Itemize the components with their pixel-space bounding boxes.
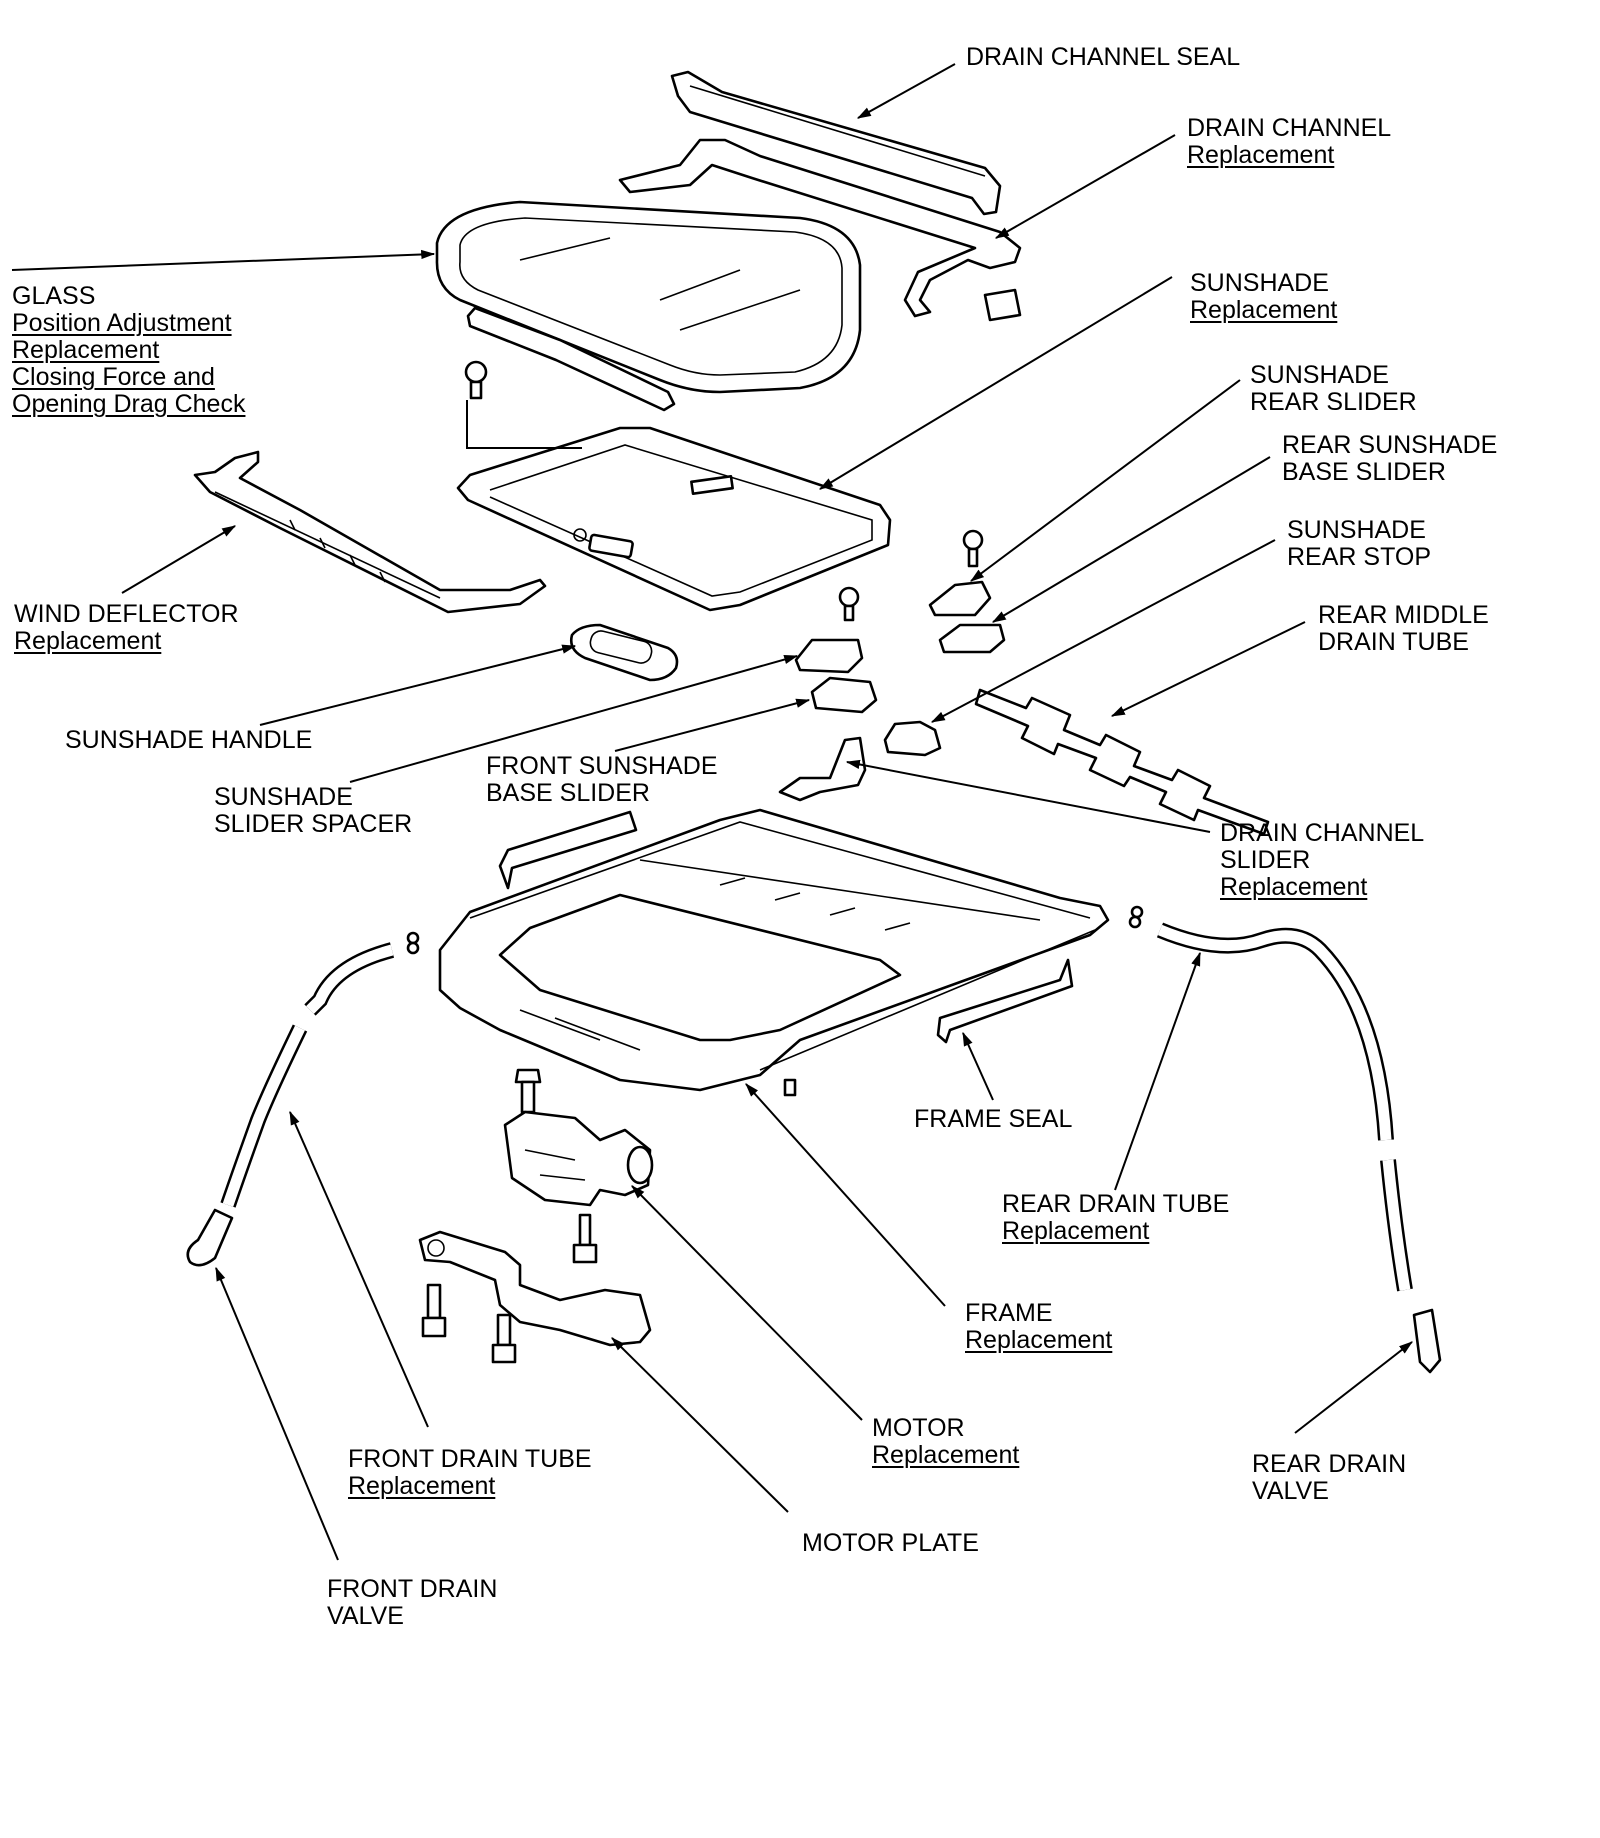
- procedure-link[interactable]: Position Adjustment: [12, 309, 232, 337]
- callout-label: REAR STOP: [1287, 543, 1432, 571]
- frame-seal-left-part: [498, 810, 638, 890]
- motor-plate-bolt-middle: [491, 1313, 517, 1364]
- sunshade-part: [456, 426, 892, 612]
- callout-label: FRAME: [965, 1299, 1053, 1327]
- callout-label: SUNSHADE: [1287, 516, 1426, 544]
- rear-drain-valve-part: [1412, 1308, 1442, 1374]
- procedure-link[interactable]: Replacement: [14, 627, 162, 655]
- callout-label: REAR SLIDER: [1250, 388, 1417, 416]
- callout-label: VALVE: [1252, 1477, 1329, 1505]
- callout-label: DRAIN CHANNEL: [1220, 819, 1425, 847]
- procedure-link[interactable]: Replacement: [348, 1472, 496, 1500]
- callout-label: SUNSHADE: [1250, 361, 1389, 389]
- callout-label: BASE SLIDER: [1282, 458, 1446, 486]
- frame-bolt: [783, 1078, 797, 1097]
- drain-tube-clip-right: [1128, 905, 1144, 929]
- slider-spacer-screw: [838, 586, 860, 622]
- callout-label: SLIDER SPACER: [214, 810, 413, 838]
- front-sunshade-base-slider-part: [810, 676, 878, 714]
- callout-label: FRONT DRAIN: [327, 1575, 498, 1603]
- callout-label: DRAIN TUBE: [1318, 628, 1469, 656]
- callout-motor-plate: MOTOR PLATE: [802, 1530, 979, 1557]
- front-drain-valve-part: [186, 1208, 234, 1267]
- procedure-link[interactable]: Replacement: [965, 1326, 1113, 1354]
- callout-label: SUNSHADE HANDLE: [65, 726, 313, 754]
- rear-middle-drain-tube-part: [974, 688, 1270, 836]
- procedure-link[interactable]: Replacement: [1187, 141, 1335, 169]
- motor-plate-part: [418, 1230, 652, 1347]
- drain-channel-slider-part: [778, 736, 867, 802]
- procedure-link[interactable]: Replacement: [872, 1441, 1020, 1469]
- rear-sunshade-base-slider-part: [938, 623, 1006, 654]
- callout-label: REAR DRAIN: [1252, 1450, 1407, 1478]
- callout-label: MOTOR: [872, 1414, 965, 1442]
- rear-drain-tube-part: [1156, 922, 1413, 1292]
- procedure-link[interactable]: Replacement: [12, 336, 160, 364]
- callout-label: WIND DEFLECTOR: [14, 600, 239, 628]
- motor-plate-bolt-left: [421, 1283, 447, 1338]
- motor-lower-bolt: [572, 1213, 598, 1264]
- procedure-link[interactable]: Replacement: [1220, 873, 1368, 901]
- procedure-link[interactable]: Replacement: [1190, 296, 1338, 324]
- callout-label: GLASS: [12, 282, 96, 310]
- callout-label: VALVE: [327, 1602, 404, 1630]
- front-drain-tube-part: [220, 942, 395, 1208]
- sunshade-slider-spacer-part: [794, 638, 864, 674]
- drain-channel-part: [618, 138, 1022, 322]
- callout-sunshade-handle: SUNSHADE HANDLE: [65, 727, 312, 754]
- drain-tube-clip-left: [406, 931, 420, 955]
- callout-frame-seal: FRAME SEAL: [914, 1106, 1072, 1133]
- procedure-link[interactable]: Closing Force and: [12, 363, 215, 391]
- frame-part: [438, 808, 1110, 1092]
- callout-label: FRONT DRAIN TUBE: [348, 1445, 592, 1473]
- procedure-link[interactable]: Opening Drag Check: [12, 390, 246, 418]
- callout-label: REAR DRAIN TUBE: [1002, 1190, 1230, 1218]
- sunshade-rear-stop-part: [883, 720, 942, 757]
- leader-lines: [11, 63, 1413, 1561]
- callout-label: REAR SUNSHADE: [1282, 431, 1498, 459]
- callout-label: FRONT SUNSHADE: [486, 752, 718, 780]
- callout-label: MOTOR PLATE: [802, 1529, 979, 1557]
- frame-seal-right-part: [936, 958, 1074, 1044]
- motor-upper-bolt: [514, 1068, 542, 1114]
- callout-label: BASE SLIDER: [486, 779, 650, 807]
- callout-label: DRAIN CHANNEL: [1187, 114, 1392, 142]
- callout-label: REAR MIDDLE: [1318, 601, 1489, 629]
- callout-label: DRAIN CHANNEL SEAL: [966, 43, 1241, 71]
- callout-label: SUNSHADE: [1190, 269, 1329, 297]
- drain-channel-seal-part: [670, 70, 1002, 216]
- wind-deflector-part: [193, 450, 547, 614]
- sunshade-rear-slider-part: [928, 529, 992, 617]
- sunshade-handle-part: [570, 623, 679, 682]
- sunshade-screw: [464, 360, 488, 400]
- glass-part: [435, 200, 862, 394]
- glass-seal-strip: [466, 306, 676, 412]
- callout-label: FRAME SEAL: [914, 1105, 1073, 1133]
- callout-label: SUNSHADE: [214, 783, 353, 811]
- motor-part: [503, 1110, 654, 1207]
- callout-label: SLIDER: [1220, 846, 1311, 874]
- callout-drain-channel-seal: DRAIN CHANNEL SEAL: [966, 44, 1240, 71]
- procedure-link[interactable]: Replacement: [1002, 1217, 1150, 1245]
